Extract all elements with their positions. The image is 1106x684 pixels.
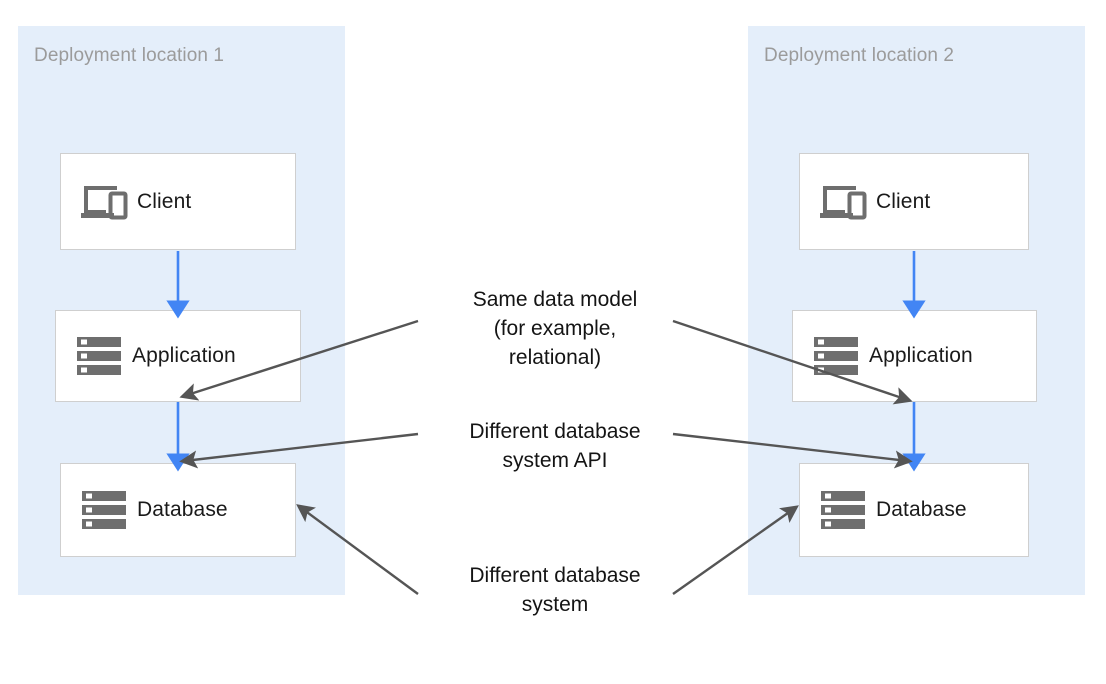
panel-title-deployment-location-2: Deployment location 2	[764, 45, 955, 66]
node-application-1[interactable]: Application	[55, 310, 301, 402]
node-label-application-1: Application	[132, 344, 236, 367]
node-label-database-1: Database	[137, 498, 228, 521]
server-icon	[66, 335, 132, 377]
node-client-2[interactable]: Client	[799, 153, 1029, 250]
panel-title-deployment-location-1: Deployment location 1	[34, 45, 225, 66]
node-label-client-2: Client	[876, 189, 931, 213]
devices-icon	[810, 183, 876, 221]
node-database-1[interactable]: Database	[60, 463, 296, 557]
annotation-same-data-model: Same data model (for example, relational…	[472, 288, 638, 369]
node-client-1[interactable]: Client	[60, 153, 296, 250]
server-icon	[810, 489, 876, 531]
node-label-database-2: Database	[876, 498, 967, 521]
devices-icon	[71, 183, 137, 221]
node-label-client-1: Client	[137, 189, 192, 213]
node-application-2[interactable]: Application	[792, 310, 1037, 402]
annotation-different-database-system-api: Different database system API	[469, 420, 641, 472]
annotation-different-database-system: Different database system	[469, 564, 641, 616]
server-icon	[71, 489, 137, 531]
server-icon	[803, 335, 869, 377]
node-database-2[interactable]: Database	[799, 463, 1029, 557]
node-label-application-2: Application	[869, 344, 973, 367]
